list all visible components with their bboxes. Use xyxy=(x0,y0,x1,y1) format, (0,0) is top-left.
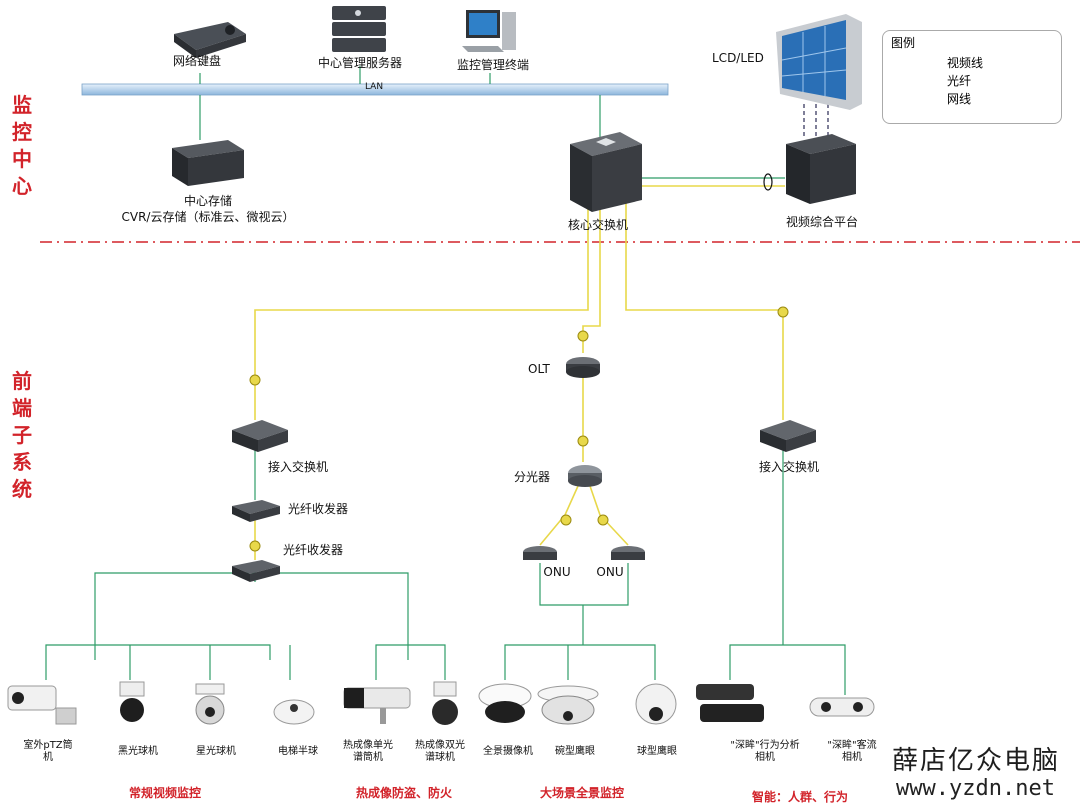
category-regular: 常规视频监控 xyxy=(128,786,202,800)
camera-label: "深眸"客流相机 xyxy=(827,740,877,763)
keyboard-icon xyxy=(174,22,246,58)
transceiver-2-icon xyxy=(232,560,280,582)
core-switch-icon xyxy=(570,132,642,212)
video-wall-icon xyxy=(776,14,862,110)
legend-title: 图例 xyxy=(891,36,916,50)
label-access-switch-right: 接入交换机 xyxy=(758,460,820,474)
camera-label: "深眸"行为分析相机 xyxy=(730,740,800,763)
onu-left-icon xyxy=(523,546,557,560)
label-transceiver-2: 光纤收发器 xyxy=(283,543,344,557)
legend-video: 视频线 xyxy=(947,56,984,70)
category-thermal: 热成像防盗、防火 xyxy=(355,786,453,800)
label-olt: OLT xyxy=(528,362,550,376)
label-storage-1: 中心存储 xyxy=(183,194,233,208)
onu-right-icon xyxy=(611,546,645,560)
label-keyboard: 网络键盘 xyxy=(172,54,222,68)
label-onu-left: ONU xyxy=(543,565,571,579)
camera-label: 碗型鹰眼 xyxy=(555,746,595,757)
camera-elevator-icon xyxy=(273,699,315,725)
transceiver-1-icon xyxy=(232,500,280,522)
olt-icon xyxy=(566,357,600,378)
camera-label: 热成像双光谱球机 xyxy=(415,740,465,763)
platform-icon xyxy=(786,134,856,204)
access-switch-left-icon xyxy=(232,420,288,452)
label-lan: LAN xyxy=(364,82,384,92)
camera-ball-eagle-icon xyxy=(635,683,677,725)
label-storage-2: CVR/云存储（标准云、微视云） xyxy=(121,210,295,224)
watermark-url: www.yzdn.net xyxy=(896,776,1055,801)
camera-panoramic-icon xyxy=(478,683,532,723)
category-smart: 智能：人群、行为 xyxy=(751,790,849,804)
camera-bowl-eagle-icon xyxy=(537,685,599,725)
lan-bus xyxy=(81,83,669,96)
camera-thermal-bullet-icon xyxy=(343,687,411,724)
camera-behavior-icon xyxy=(696,684,764,722)
camera-black-dome-icon xyxy=(119,681,145,722)
camera-starlight-dome-icon xyxy=(195,683,225,725)
camera-label: 黑光球机 xyxy=(118,746,158,757)
label-server: 中心管理服务器 xyxy=(317,56,403,70)
legend: 图例 视频线 光纤 网线 xyxy=(882,30,1062,124)
camera-label: 电梯半球 xyxy=(278,746,318,757)
label-platform: 视频综合平台 xyxy=(785,215,859,229)
label-display: LCD/LED xyxy=(712,51,764,65)
watermark-cn: 薛店亿众电脑 xyxy=(891,746,1060,776)
side-label-front: 前端子系统 xyxy=(12,369,32,501)
camera-label: 全景摄像机 xyxy=(483,746,533,757)
network-lines-center xyxy=(199,66,785,179)
camera-label: 室外pTZ筒机 xyxy=(23,740,73,763)
fiber-connectors xyxy=(249,306,789,552)
label-splitter: 分光器 xyxy=(514,470,551,484)
label-onu-right: ONU xyxy=(596,565,624,579)
side-label-center: 监控中心 xyxy=(12,93,32,198)
category-panorama: 大场景全景监控 xyxy=(539,786,625,800)
label-terminal: 监控管理终端 xyxy=(456,58,530,72)
video-lines xyxy=(803,104,829,136)
legend-fiber: 光纤 xyxy=(947,74,972,88)
camera-label: 热成像单光谱筒机 xyxy=(343,740,393,763)
server-icon xyxy=(332,6,386,52)
storage-icon xyxy=(172,140,244,186)
camera-thermal-dome-icon xyxy=(432,681,458,725)
splitter-icon xyxy=(568,465,602,487)
access-switch-right-icon xyxy=(760,420,816,452)
camera-ptz-bullet-icon xyxy=(7,685,77,725)
label-access-switch-left: 接入交换机 xyxy=(267,460,329,474)
camera-label: 球型鹰眼 xyxy=(637,746,677,757)
label-core-switch: 核心交换机 xyxy=(567,218,629,232)
camera-flow-icon xyxy=(809,697,875,717)
label-transceiver-1: 光纤收发器 xyxy=(288,502,349,516)
terminal-icon xyxy=(462,10,516,52)
legend-network: 网线 xyxy=(947,92,972,106)
camera-label: 星光球机 xyxy=(196,746,236,757)
network-lines-front xyxy=(45,444,846,695)
